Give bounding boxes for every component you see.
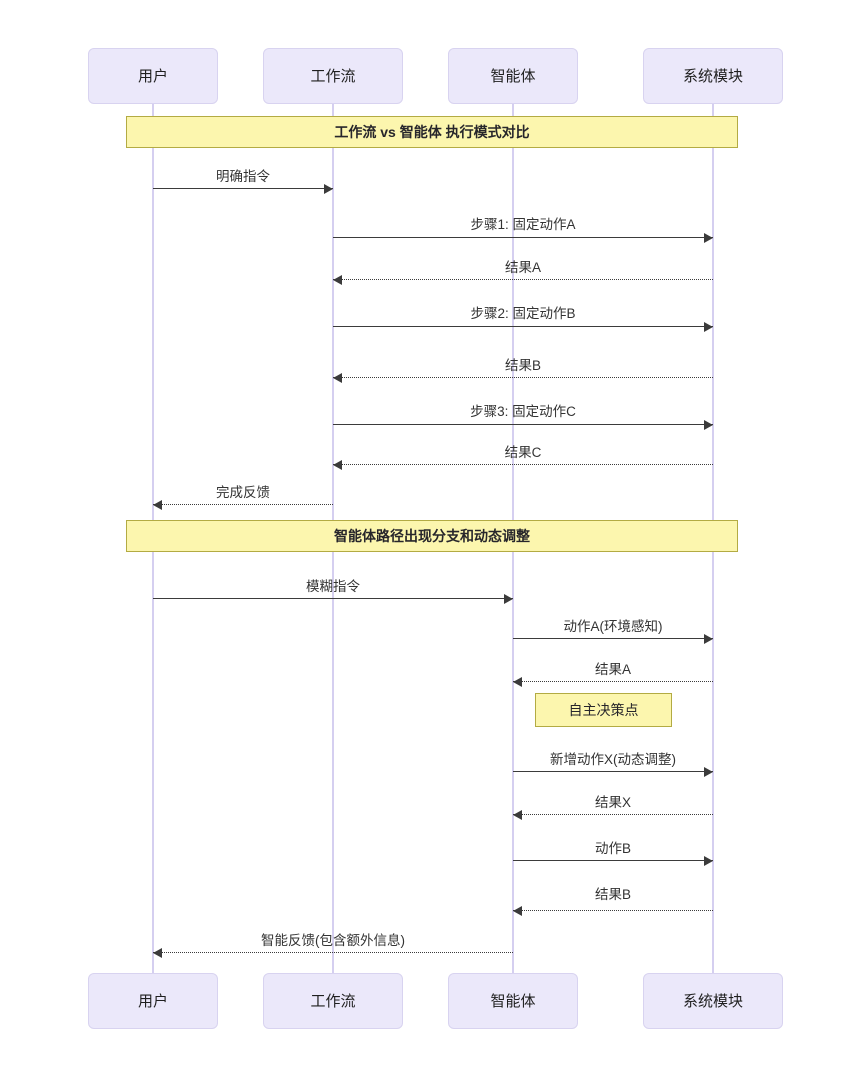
message-line-m1 bbox=[153, 188, 333, 189]
participant-label: 工作流 bbox=[310, 992, 356, 1010]
participant-label: 系统模块 bbox=[682, 67, 743, 85]
message-line-m3 bbox=[333, 279, 713, 280]
participant-top-system[interactable]: 系统模块 bbox=[643, 48, 783, 104]
participant-top-user[interactable]: 用户 bbox=[88, 48, 218, 104]
message-label-m15: 结果B bbox=[594, 887, 632, 902]
arrowhead-left bbox=[153, 500, 162, 510]
message-label-m16: 智能反馈(包含额外信息) bbox=[261, 933, 405, 948]
arrowhead-right bbox=[704, 856, 713, 866]
arrowhead-left bbox=[513, 677, 522, 687]
message-label-m5: 结果B bbox=[504, 358, 542, 373]
participant-label: 智能体 bbox=[490, 67, 536, 85]
note-note-branching: 智能体路径出现分支和动态调整 bbox=[126, 520, 738, 552]
message-label-m8: 完成反馈 bbox=[216, 485, 270, 500]
message-line-m9 bbox=[153, 598, 513, 599]
arrowhead-right bbox=[704, 634, 713, 644]
participant-label: 用户 bbox=[137, 67, 168, 85]
message-label-m10: 动作A(环境感知) bbox=[563, 619, 663, 634]
message-label-m6: 步骤3: 固定动作C bbox=[470, 404, 576, 419]
message-label-m11: 结果A bbox=[594, 662, 632, 677]
participant-bottom-workflow[interactable]: 工作流 bbox=[263, 973, 403, 1029]
message-line-m13 bbox=[513, 814, 713, 815]
message-label-m3: 结果A bbox=[504, 260, 542, 275]
arrowhead-left bbox=[513, 906, 522, 916]
message-label-m1: 明确指令 bbox=[216, 169, 270, 184]
message-line-m8 bbox=[153, 504, 333, 505]
note-note-decision: 自主决策点 bbox=[535, 693, 672, 727]
arrowhead-right bbox=[704, 767, 713, 777]
message-label-m12: 新增动作X(动态调整) bbox=[550, 752, 676, 767]
message-line-m16 bbox=[153, 952, 513, 953]
message-label-m2: 步骤1: 固定动作A bbox=[470, 217, 576, 232]
participant-top-agent[interactable]: 智能体 bbox=[448, 48, 578, 104]
arrowhead-right bbox=[704, 322, 713, 332]
arrowhead-right bbox=[704, 420, 713, 430]
message-line-m4 bbox=[333, 326, 713, 327]
message-line-m10 bbox=[513, 638, 713, 639]
participant-label: 用户 bbox=[137, 992, 168, 1010]
arrowhead-left bbox=[153, 948, 162, 958]
participant-bottom-agent[interactable]: 智能体 bbox=[448, 973, 578, 1029]
message-label-m7: 结果C bbox=[504, 445, 542, 460]
arrowhead-left bbox=[333, 373, 342, 383]
message-line-m7 bbox=[333, 464, 713, 465]
message-label-m9: 模糊指令 bbox=[306, 579, 360, 594]
participant-label: 系统模块 bbox=[682, 992, 743, 1010]
message-label-m14: 动作B bbox=[594, 841, 632, 856]
note-label: 自主决策点 bbox=[568, 702, 639, 718]
arrowhead-left bbox=[333, 275, 342, 285]
participant-bottom-system[interactable]: 系统模块 bbox=[643, 973, 783, 1029]
message-line-m6 bbox=[333, 424, 713, 425]
message-line-m14 bbox=[513, 860, 713, 861]
note-label: 智能体路径出现分支和动态调整 bbox=[334, 528, 530, 544]
message-line-m2 bbox=[333, 237, 713, 238]
message-line-m5 bbox=[333, 377, 713, 378]
message-line-m15 bbox=[513, 910, 713, 911]
note-note-compare: 工作流 vs 智能体 执行模式对比 bbox=[126, 116, 738, 148]
message-label-m4: 步骤2: 固定动作B bbox=[470, 306, 576, 321]
participant-label: 智能体 bbox=[490, 992, 536, 1010]
message-label-m13: 结果X bbox=[594, 795, 632, 810]
arrowhead-left bbox=[333, 460, 342, 470]
message-line-m12 bbox=[513, 771, 713, 772]
arrowhead-right bbox=[704, 233, 713, 243]
participant-label: 工作流 bbox=[310, 67, 356, 85]
arrowhead-right bbox=[324, 184, 333, 194]
note-label: 工作流 vs 智能体 执行模式对比 bbox=[334, 124, 530, 140]
participant-top-workflow[interactable]: 工作流 bbox=[263, 48, 403, 104]
message-line-m11 bbox=[513, 681, 713, 682]
arrowhead-right bbox=[504, 594, 513, 604]
arrowhead-left bbox=[513, 810, 522, 820]
participant-bottom-user[interactable]: 用户 bbox=[88, 973, 218, 1029]
